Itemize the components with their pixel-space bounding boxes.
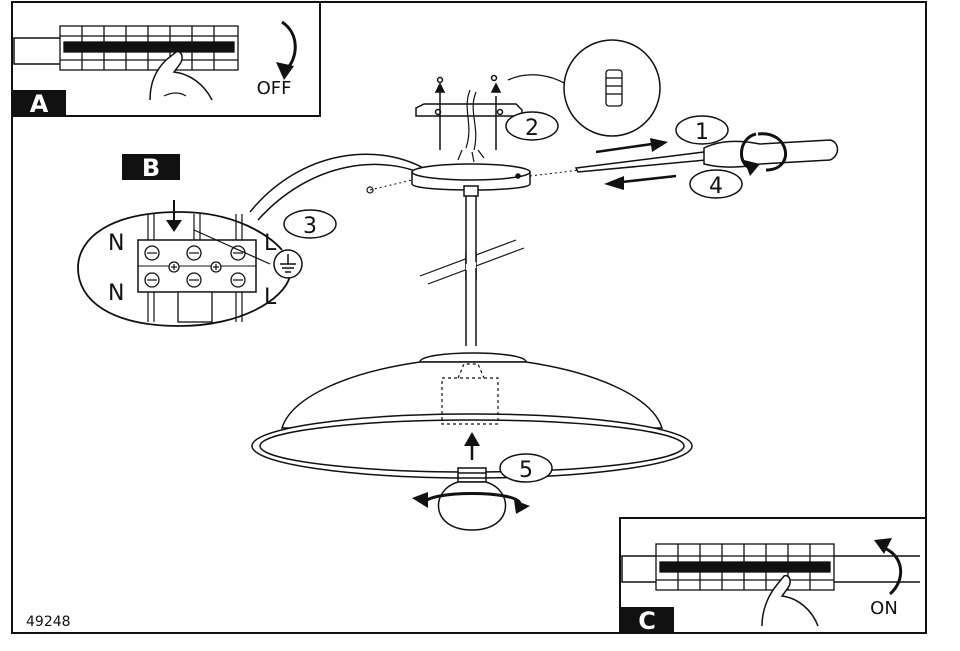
panel-b-badge: B xyxy=(142,154,160,182)
step-2-label: 2 xyxy=(525,116,539,141)
step-4-label: 4 xyxy=(709,174,723,199)
step-5-badge xyxy=(499,453,553,483)
page-frame xyxy=(11,1,927,634)
step-2-badge xyxy=(505,111,559,141)
screws xyxy=(434,74,502,150)
step-3-label: 3 xyxy=(303,214,317,239)
step-5-label: 5 xyxy=(519,458,533,483)
neutral-label-bottom: N xyxy=(108,281,124,306)
live-label-bottom: L xyxy=(264,285,277,310)
supply-wires xyxy=(457,89,485,163)
panel-b-badge-box xyxy=(122,154,180,180)
panel-a-caption: OFF xyxy=(257,78,292,99)
panel-c-caption: ON xyxy=(870,598,898,619)
neutral-label-top: N xyxy=(108,231,124,256)
lamp-socket xyxy=(441,363,499,425)
hand-icon-c xyxy=(761,574,819,627)
panel-c-badge: C xyxy=(638,607,656,635)
step-1-label: 1 xyxy=(695,120,709,145)
wall-plug-icon xyxy=(605,69,623,107)
arrow-on-icon xyxy=(883,546,903,596)
panel-c xyxy=(619,517,927,634)
breaker-block-c xyxy=(655,543,835,591)
hand-icon xyxy=(149,50,213,101)
step-1-badge xyxy=(675,115,729,145)
panel-a-badge: A xyxy=(30,90,49,118)
mounting-bracket xyxy=(415,103,523,117)
breaker-block-a xyxy=(59,25,239,71)
model-number: 49248 xyxy=(26,614,71,630)
rotate-arrow-icon xyxy=(757,132,788,172)
terminal-block-detail xyxy=(77,153,433,327)
arrow-step-4 xyxy=(621,174,677,184)
ceiling-canopy xyxy=(411,163,531,191)
panel-a xyxy=(11,1,321,117)
step-3-badge xyxy=(283,209,337,239)
arrow-step-1 xyxy=(595,142,653,154)
screwdriver-icon xyxy=(574,139,839,173)
step-4-badge xyxy=(689,169,743,199)
live-label-top: L xyxy=(264,231,277,256)
